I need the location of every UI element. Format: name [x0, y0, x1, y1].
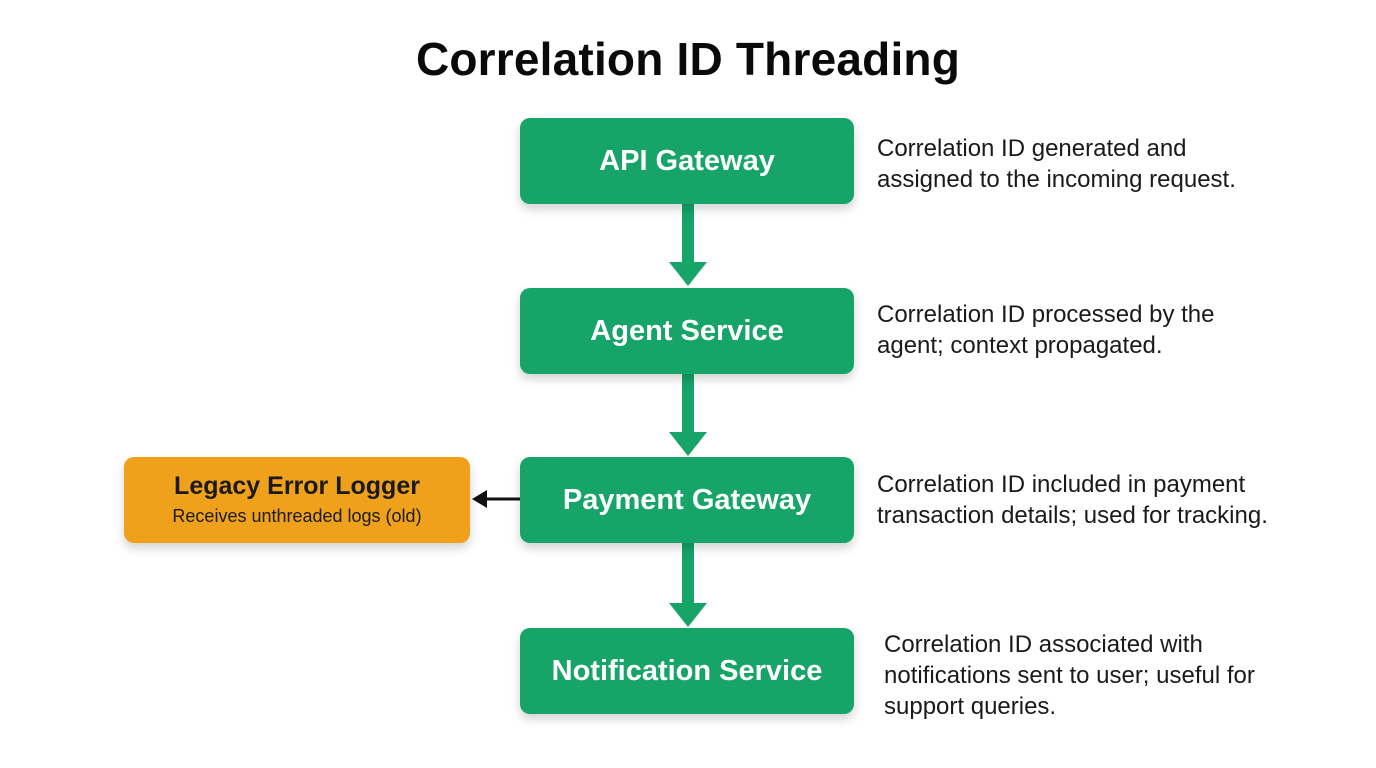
description-agent-service: Correlation ID processed by the agent; c… [877, 301, 1215, 359]
arrow-payment-to-legacy [472, 490, 520, 508]
node-notification-service: Notification Service [520, 628, 854, 714]
node-agent-service: Agent Service [520, 288, 854, 374]
arrow-agent-to-payment [669, 374, 707, 456]
legacy-logger-subtitle: Receives unthreaded logs (old) [172, 506, 422, 526]
description-payment-gateway: Correlation ID included in payment trans… [877, 471, 1268, 529]
diagram-title: Correlation ID Threading [415, 33, 961, 85]
node-api-gateway: API Gateway [520, 118, 854, 204]
description-notification-service: Correlation ID associated with notificat… [884, 631, 1255, 720]
description-api-gateway: Correlation ID generated and assigned to… [877, 135, 1236, 193]
arrow-payment-to-notification [669, 543, 707, 627]
arrow-api-to-agent [669, 204, 707, 286]
node-legacy-error-logger: Legacy Error Logger Receives unthreaded … [124, 457, 470, 543]
node-payment-gateway: Payment Gateway [520, 457, 854, 543]
legacy-logger-title: Legacy Error Logger [174, 472, 420, 500]
